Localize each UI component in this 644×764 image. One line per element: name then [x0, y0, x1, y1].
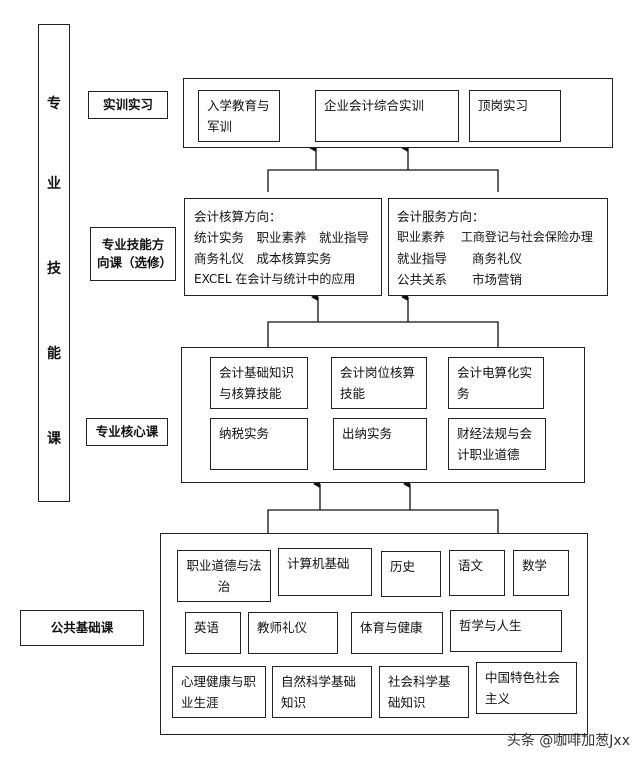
public-item: 自然科学基础知识 — [272, 666, 372, 718]
public-item: 语文 — [449, 550, 505, 596]
core-item: 会计基础知识与核算技能 — [210, 357, 308, 409]
public-item: 英语 — [185, 612, 241, 654]
accounting-direction-box — [184, 198, 382, 296]
public-item: 计算机基础 — [278, 548, 372, 596]
side-label-char: 课 — [47, 431, 61, 447]
public-item: 心理健康与职业生涯 — [172, 666, 266, 718]
watermark-text: 头条 @咖啡加葱Jxx — [506, 733, 630, 749]
practice-item: 企业会计综合实训 — [315, 90, 459, 142]
service-direction-box — [388, 198, 608, 296]
public-item: 体育与健康 — [351, 612, 443, 654]
service-direction-title: 会计服务方向： — [397, 209, 485, 224]
side-label-char: 能 — [47, 346, 61, 362]
practice-label: 实训实习 — [88, 91, 168, 119]
core-label: 专业核心课 — [86, 418, 168, 446]
public-item: 哲学与人生 — [450, 610, 562, 652]
accounting-direction-line: EXCEL 在会计与统计中的应用 — [194, 272, 356, 286]
service-direction-line: 公共关系 市场营销 — [397, 272, 523, 287]
public-item: 中国特色社会主义 — [476, 662, 577, 714]
practice-item: 顶岗实习 — [469, 90, 561, 142]
direction-label: 专业技能方向课（选修） — [90, 227, 176, 281]
public-item: 职业道德与法治 — [177, 550, 271, 602]
practice-item: 入学教育与军训 — [198, 90, 280, 142]
accounting-direction-line: 商务礼仪 成本核算实务 — [194, 251, 332, 266]
service-direction-line: 职业素养 工商登记与社会保险办理 — [397, 230, 593, 244]
public-item: 数学 — [513, 550, 569, 596]
core-item: 纳税实务 — [210, 418, 308, 470]
public-label: 公共基础课 — [20, 610, 144, 646]
accounting-direction-line: 统计实务 职业素养 就业指导 — [194, 230, 370, 245]
accounting-direction-title: 会计核算方向： — [194, 209, 282, 224]
side-label-char: 专 — [47, 96, 61, 112]
public-item: 教师礼仪 — [248, 612, 338, 654]
service-direction-line: 就业指导 商务礼仪 — [397, 251, 523, 266]
core-item: 出纳实务 — [333, 418, 427, 470]
public-item: 社会科学基础知识 — [379, 666, 469, 718]
side-label-char: 技 — [47, 261, 61, 277]
core-item: 财经法规与会计职业道德 — [448, 418, 546, 470]
public-item: 历史 — [381, 551, 441, 597]
side-label-char: 业 — [47, 176, 61, 192]
core-item: 会计电算化实务 — [448, 357, 544, 409]
core-item: 会计岗位核算技能 — [331, 357, 427, 409]
side-label-box: 专 业 技 能 课 — [38, 24, 70, 502]
